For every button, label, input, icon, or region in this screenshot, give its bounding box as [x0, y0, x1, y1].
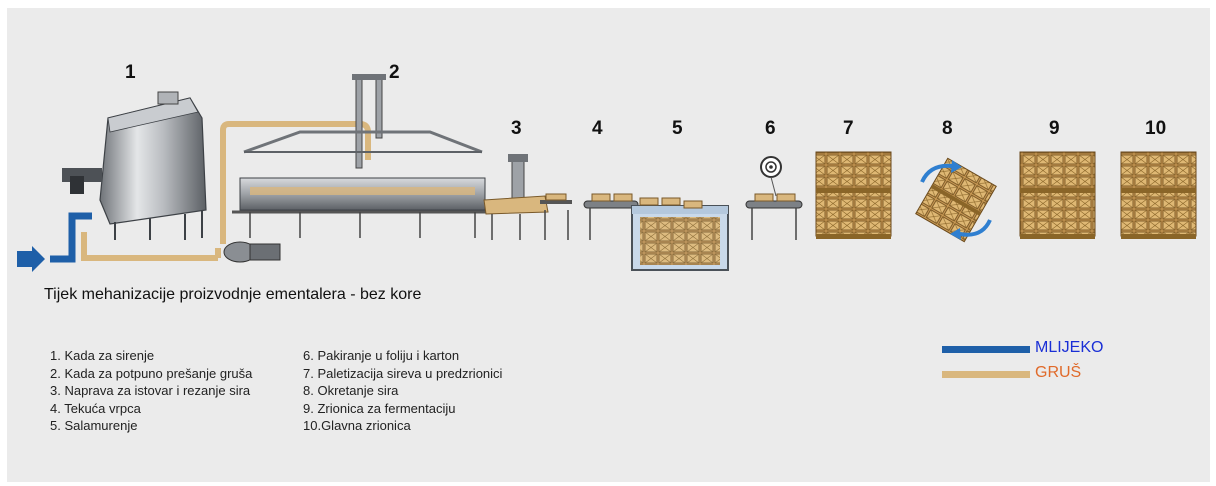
step-number: 7 [843, 118, 854, 139]
legend-item: 8. Okretanje sira [303, 383, 399, 398]
milk-pipe [17, 212, 92, 272]
brine-tank-icon [631, 197, 729, 271]
legend-item: 5. Salamurenje [50, 418, 138, 433]
legend-item: 7. Paletizacija sireva u predzrionici [303, 365, 503, 381]
step-number: 3 [511, 118, 522, 139]
legend-item: 4. Tekuća vrpca [50, 400, 141, 416]
conveyor-icon [583, 193, 639, 240]
milk-key-line [942, 346, 1030, 353]
step-number: 9 [1049, 118, 1060, 139]
step-number: 4 [592, 118, 603, 139]
inflow-arrow-icon [17, 246, 45, 272]
diagram-panel [7, 8, 1210, 482]
legend-item: 9. Zrionica za fermentaciju [303, 400, 456, 416]
step-number: 10 [1145, 118, 1167, 139]
step-legend-left: 1. Kada za sirenje 2. Kada za potpuno pr… [50, 347, 252, 435]
rotation-arrows-icon [915, 157, 997, 243]
diagram-title: Tijek mehanizacije proizvodnje ementaler… [44, 286, 422, 303]
cutting-machine-icon [483, 154, 572, 240]
legend-item: 10.Glavna zrionica [303, 418, 411, 433]
step-number: 5 [672, 118, 683, 139]
milk-key-label: MLIJEKO [1035, 339, 1104, 356]
step-number: 1 [125, 62, 136, 83]
step-number: 2 [389, 62, 400, 83]
cheese-vat-icon [62, 91, 207, 240]
film-roll-icon [745, 156, 803, 240]
curd-pipe [81, 121, 371, 261]
legend-item: 2. Kada za potpuno prešanje gruša [50, 365, 253, 381]
legend-item: 1. Kada za sirenje [50, 348, 155, 363]
curd-key-line [942, 371, 1030, 378]
legend-item: 3. Naprava za istovar i rezanje sira [50, 383, 251, 398]
curd-key-label: GRUŠ [1035, 364, 1082, 381]
step-number: 8 [942, 118, 953, 139]
press-vat-icon [223, 74, 495, 263]
step-number: 6 [765, 118, 776, 139]
step-legend-right: 6. Pakiranje u foliju i karton 7. Paleti… [303, 347, 502, 435]
legend-item: 6. Pakiranje u foliju i karton [303, 348, 460, 363]
pallet-icon [815, 151, 1197, 239]
